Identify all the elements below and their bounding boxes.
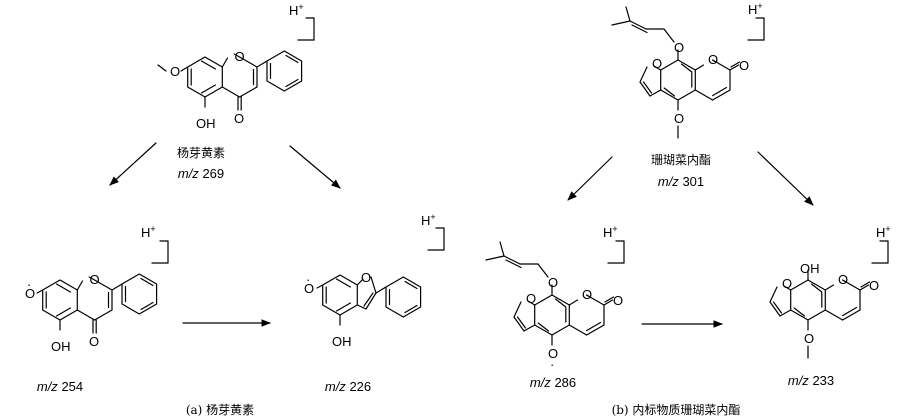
atom-oh: OH — [196, 116, 216, 131]
atom-o: O — [708, 52, 718, 67]
hplus-label: H+ — [876, 224, 891, 240]
atom-oh: OH — [51, 339, 71, 354]
protonation-bracket: H+ — [141, 224, 169, 264]
structure-fragment: O · O O OH — [25, 272, 158, 354]
protonation-bracket: H+ — [421, 212, 445, 251]
mz-label: m/z 254 — [37, 379, 83, 394]
atom-o: O — [804, 331, 814, 346]
radical-dot: · — [306, 272, 310, 287]
arrow — [289, 145, 341, 189]
atom-o: O — [90, 272, 100, 287]
mz-label: m/z 301 — [658, 174, 704, 189]
atom-o: O — [674, 111, 684, 126]
atom-o: O — [838, 272, 848, 287]
mz-label: m/z 233 — [788, 373, 834, 388]
arrow — [567, 156, 613, 201]
arrow — [757, 151, 814, 206]
mz-label: m/z 269 — [178, 166, 224, 181]
compound-name: 珊瑚菜内酯 — [651, 152, 711, 167]
protonation-bracket: H+ — [603, 224, 625, 264]
atom-o: O — [869, 278, 879, 293]
atom-o: O — [548, 346, 558, 361]
caption-b: (b) 内标物质珊瑚菜内酯 — [612, 402, 741, 417]
atom-o: O — [674, 40, 684, 55]
hplus-label: H+ — [141, 224, 156, 240]
radical-dot: · — [550, 357, 554, 372]
atom-o: O — [613, 293, 623, 308]
protonation-bracket: H+ — [289, 2, 315, 41]
arrow — [109, 142, 157, 186]
atom-o: O — [235, 49, 245, 64]
atom-o: O — [548, 275, 558, 290]
atom-o: O — [361, 270, 371, 285]
atom-o: O — [25, 286, 35, 301]
structure-fragment: O O O O O · — [485, 241, 623, 372]
atom-o: O — [582, 287, 592, 302]
hplus-label: H+ — [289, 2, 304, 18]
structure-phellopterin: O O O O O — [611, 6, 749, 139]
atom-o: O — [170, 64, 180, 79]
atom-oh: OH — [332, 334, 352, 349]
atom-o: O — [782, 276, 792, 291]
hplus-label: H+ — [603, 224, 618, 240]
mz-label: m/z 286 — [530, 375, 576, 390]
compound-name: 杨芽黄素 — [177, 145, 225, 160]
atom-oh: OH — [800, 261, 820, 276]
structure-fragment: O · O OH — [304, 270, 422, 349]
radical-dot: · — [27, 277, 31, 292]
mz-label: m/z 226 — [325, 379, 371, 394]
atom-o: O — [526, 291, 536, 306]
protonation-bracket: H+ — [747, 1, 765, 41]
structure-tectochrysin: O O O OH — [157, 49, 303, 131]
atom-o: O — [304, 281, 314, 296]
atom-o: O — [234, 111, 244, 126]
structure-fragment: OH O O O O — [769, 261, 879, 359]
caption-a: (a) 杨芽黄素 — [186, 402, 254, 417]
hplus-label: H+ — [748, 1, 763, 17]
protonation-bracket: H+ — [871, 224, 891, 264]
hplus-label: H+ — [421, 212, 436, 228]
atom-o: O — [739, 58, 749, 73]
atom-o: O — [652, 56, 662, 71]
atom-o: O — [89, 334, 99, 349]
